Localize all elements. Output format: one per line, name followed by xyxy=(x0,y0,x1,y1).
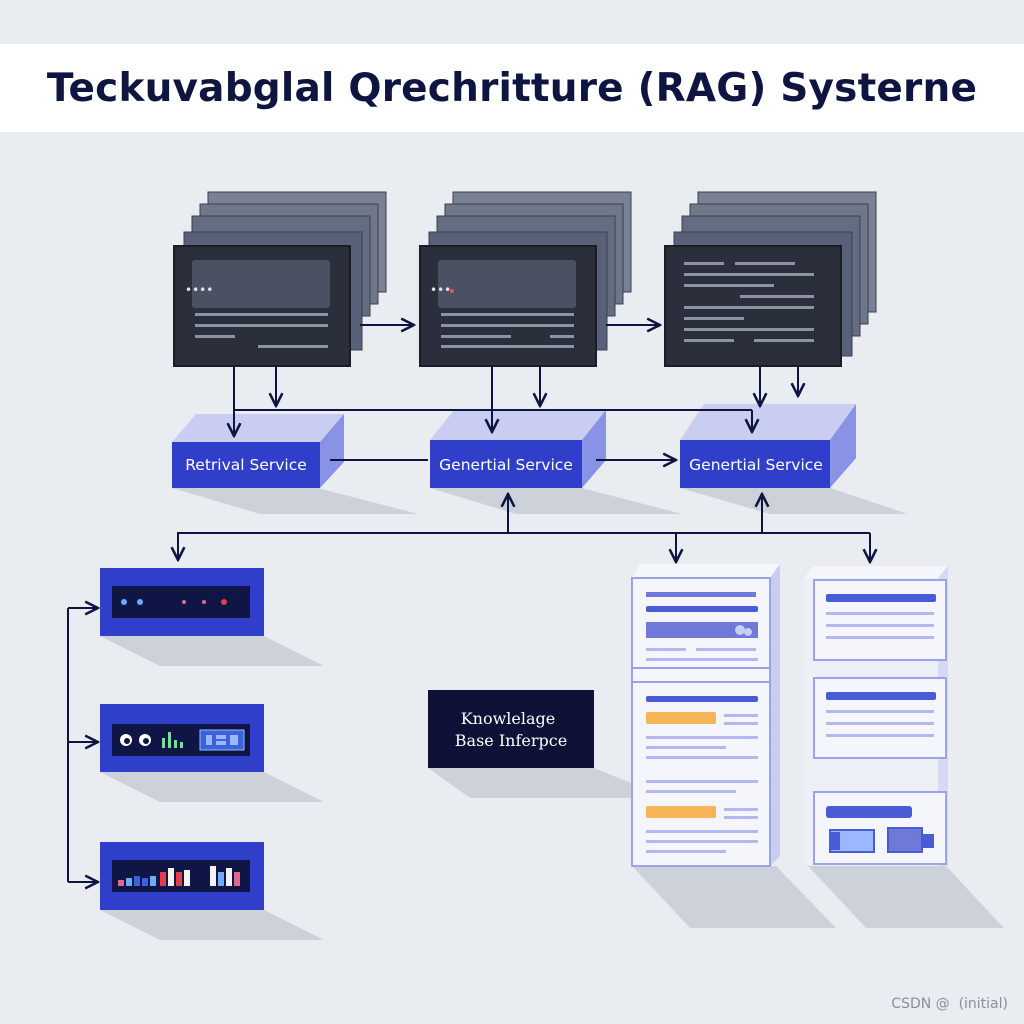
retrieval-service-box: Retrival Service xyxy=(172,414,344,488)
svg-text:••••: •••• xyxy=(185,283,213,297)
card-shadow xyxy=(808,866,1004,928)
document-stack-tall xyxy=(631,564,780,867)
generation-service-label-2: Genertial Service xyxy=(689,456,823,474)
monitor-stack-2: ••• xyxy=(419,191,632,367)
panel-shadow xyxy=(100,636,324,666)
server-panel-3 xyxy=(100,842,264,910)
server-panel-1 xyxy=(100,568,264,636)
generation-service-box-1: Genertial Service xyxy=(430,410,606,488)
service-shadow xyxy=(430,488,682,514)
service-shadow xyxy=(172,488,418,514)
panel-shadow xyxy=(100,772,324,802)
panel-shadow xyxy=(100,910,324,940)
kb-label-line2: Base Inferpce xyxy=(455,731,567,750)
generation-service-label-1: Genertial Service xyxy=(439,456,573,474)
monitor-stack-3 xyxy=(664,191,877,367)
doc-shadow xyxy=(632,866,836,928)
title-bar: Teckuvabglal Qrechritture (RAG) Systerne xyxy=(0,44,1024,132)
kb-shadow xyxy=(428,768,668,798)
service-shadow xyxy=(680,488,908,514)
svg-text:•••: ••• xyxy=(430,283,451,297)
card-stack-right xyxy=(804,566,948,866)
knowledge-base-box: Knowlelage Base Inferpce xyxy=(428,690,594,768)
retrieval-service-label: Retrival Service xyxy=(185,456,307,474)
bus-connectors xyxy=(67,494,870,882)
diagram-title: Teckuvabglal Qrechritture (RAG) Systerne xyxy=(46,65,978,111)
monitor-stack-1: •••• xyxy=(173,191,387,367)
generation-service-box-2: Genertial Service xyxy=(680,404,856,488)
top-connectors xyxy=(234,325,798,460)
server-panel-2 xyxy=(100,704,264,772)
watermark: CSDN @ (initial) xyxy=(891,996,1008,1012)
kb-label-line1: Knowlelage xyxy=(461,709,556,728)
